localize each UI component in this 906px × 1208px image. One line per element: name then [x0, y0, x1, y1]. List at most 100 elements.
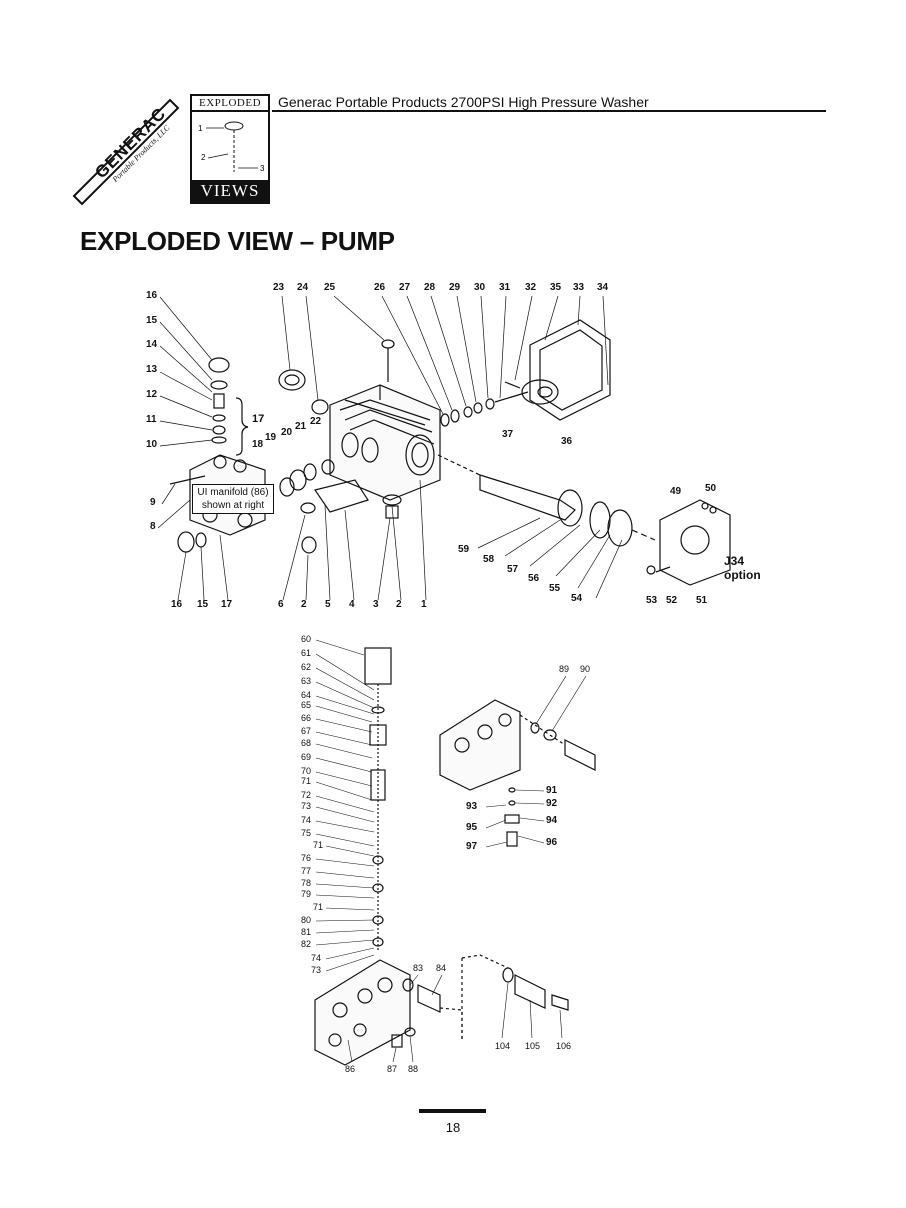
callout-57: 57 [507, 564, 519, 575]
callout-84: 84 [436, 963, 447, 973]
callout-35: 35 [550, 282, 562, 293]
callout-20: 20 [281, 427, 293, 438]
manifold-note: UI manifold (86) shown at right [192, 484, 274, 514]
callout-28: 28 [424, 282, 436, 293]
callout-27: 27 [399, 282, 411, 293]
callout-15b: 15 [197, 599, 209, 610]
callout-25: 25 [324, 282, 336, 293]
exploded-views-badge: EXPLODED 1 2 3 VIEWS [190, 94, 270, 204]
callout-94: 94 [546, 815, 558, 826]
option-line-2: option [724, 568, 761, 582]
callout-12: 12 [146, 389, 158, 400]
callout-104: 104 [495, 1041, 511, 1051]
callout-71a: 71 [301, 776, 312, 786]
callout-11: 11 [146, 414, 157, 425]
callout-24: 24 [297, 282, 309, 293]
callout-51: 51 [696, 595, 708, 606]
badge-label-3: 3 [260, 164, 265, 173]
header-title: Generac Portable Products 2700PSI High P… [278, 94, 649, 110]
callout-80: 80 [301, 915, 312, 925]
callout-67: 67 [301, 726, 312, 736]
badge-label-1: 1 [198, 124, 203, 133]
callout-97: 97 [466, 841, 478, 852]
callout-34: 34 [597, 282, 609, 293]
callout-91: 91 [546, 785, 558, 796]
note-line-2: shown at right [201, 500, 265, 511]
callout-36: 36 [561, 436, 573, 447]
badge-bottom-text: VIEWS [192, 180, 268, 202]
callout-33: 33 [573, 282, 585, 293]
callout-29: 29 [449, 282, 461, 293]
callout-59: 59 [458, 544, 470, 555]
callout-65: 65 [301, 700, 312, 710]
callout-66: 66 [301, 713, 312, 723]
badge-label-2: 2 [201, 153, 206, 162]
callout-90: 90 [580, 664, 591, 674]
callout-92: 92 [546, 798, 558, 809]
callout-105: 105 [525, 1041, 541, 1051]
callout-75: 75 [301, 828, 312, 838]
callout-77: 77 [301, 866, 312, 876]
callout-50: 50 [705, 483, 717, 494]
callout-10: 10 [146, 439, 158, 450]
section-title: EXPLODED VIEW – PUMP [80, 226, 395, 256]
callout-74a: 74 [301, 815, 312, 825]
callout-52: 52 [666, 595, 678, 606]
callout-87: 87 [387, 1064, 398, 1074]
page-number: 18 [445, 1120, 461, 1135]
callout-1: 1 [421, 599, 427, 610]
callout-32: 32 [525, 282, 537, 293]
header-rule [272, 110, 826, 112]
callout-63: 63 [301, 676, 312, 686]
callout-2b: 2 [396, 599, 402, 610]
callout-54: 54 [571, 593, 583, 604]
badge-top-text: EXPLODED [192, 96, 268, 112]
callout-82: 82 [301, 939, 312, 949]
callout-15: 15 [146, 315, 158, 326]
callout-73a: 73 [301, 801, 312, 811]
callout-31: 31 [499, 282, 511, 293]
callout-72: 72 [301, 790, 312, 800]
callout-89: 89 [559, 664, 570, 674]
callout-70: 70 [301, 766, 312, 776]
callout-93: 93 [466, 801, 478, 812]
callout-95: 95 [466, 822, 478, 833]
callout-2a: 2 [301, 599, 307, 610]
callout-16b: 16 [171, 599, 183, 610]
callout-76: 76 [301, 853, 312, 863]
callout-88: 88 [408, 1064, 419, 1074]
callout-71b: 71 [313, 840, 324, 850]
callout-26: 26 [374, 282, 386, 293]
callout-53: 53 [646, 595, 658, 606]
callout-23: 23 [273, 282, 285, 293]
callout-17b: 17 [221, 599, 233, 610]
callout-83: 83 [413, 963, 424, 973]
callout-13: 13 [146, 364, 158, 375]
callout-5: 5 [325, 599, 331, 610]
callout-56: 56 [528, 573, 540, 584]
callout-55: 55 [549, 583, 561, 594]
callout-21: 21 [295, 421, 307, 432]
callout-49: 49 [670, 486, 682, 497]
callout-60: 60 [301, 634, 312, 644]
callout-4: 4 [349, 599, 355, 610]
callout-86: 86 [345, 1064, 356, 1074]
group-bracket-label: 17 [252, 413, 265, 425]
callout-96: 96 [546, 837, 558, 848]
callout-73b: 73 [311, 965, 322, 975]
option-line-1: J34 [724, 554, 745, 568]
callout-18: 18 [252, 439, 264, 450]
callout-69: 69 [301, 752, 312, 762]
note-line-1: UI manifold (86) [197, 487, 269, 498]
callout-16: 16 [146, 290, 158, 301]
page-number-bar [419, 1109, 486, 1113]
callout-106: 106 [556, 1041, 572, 1051]
callout-6: 6 [278, 599, 284, 610]
callout-79: 79 [301, 889, 312, 899]
callout-62: 62 [301, 662, 312, 672]
callout-3: 3 [373, 599, 379, 610]
badge-mini-diagram: 1 2 3 [198, 121, 265, 173]
